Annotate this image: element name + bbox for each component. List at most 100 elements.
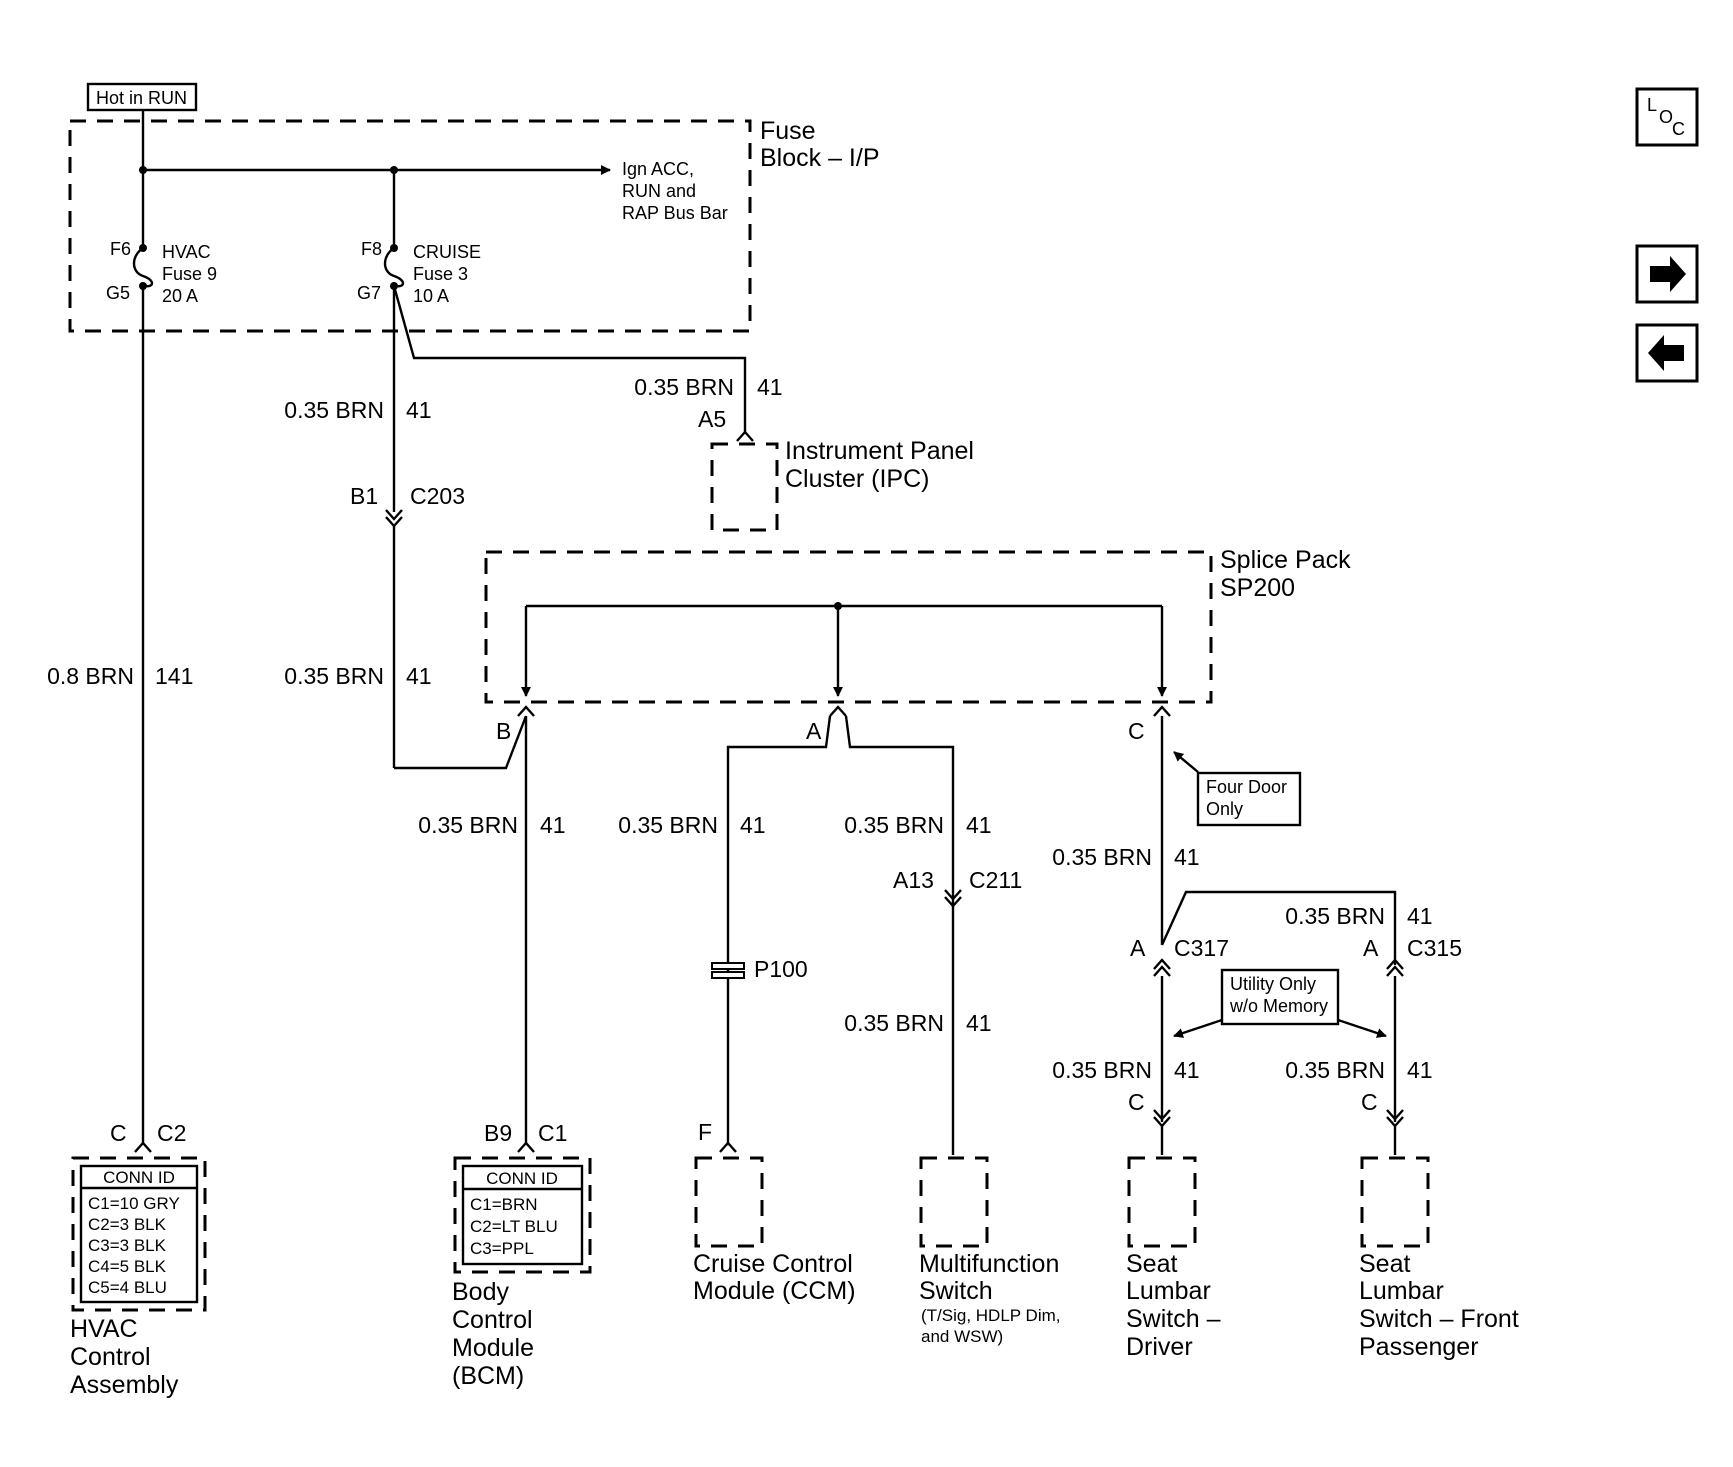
hvac-fuse-out-pin: G5 [106, 283, 130, 303]
hot-in-run-label: Hot in RUN [96, 88, 187, 108]
loc-button[interactable]: L O C [1635, 87, 1699, 147]
utility-note-2: w/o Memory [1229, 996, 1328, 1016]
utility-arrow-right [1337, 1018, 1387, 1038]
cruise-fuse-label-2: Fuse 3 [413, 264, 468, 284]
p100-grommet-icon [711, 962, 745, 979]
seat-drv-lower-wire-spec: 0.35 BRN [1052, 1057, 1152, 1083]
ipc-outline [710, 442, 779, 532]
hvac-pin: C [110, 1120, 127, 1146]
hvac-name-3: Assembly [70, 1371, 179, 1399]
cruise-lower-wire-circuit: 41 [406, 663, 432, 689]
seat-drv-lower-wire-circuit: 41 [1174, 1057, 1200, 1083]
hvac-conn-id-4: C4=5 BLK [88, 1257, 167, 1276]
seat-driver-pin: C [1128, 1089, 1145, 1115]
splice-pack-name-2: SP200 [1220, 574, 1295, 602]
mfs-name-2: Switch [919, 1277, 993, 1305]
bcm-connector: C1 [538, 1120, 567, 1146]
mfs-outline [919, 1156, 989, 1248]
seat-driver-name-2: Lumbar [1126, 1277, 1211, 1305]
hvac-outline [71, 1156, 207, 1312]
cruise-upper-wire-spec: 0.35 BRN [284, 397, 384, 423]
ccm-pin: F [698, 1119, 712, 1145]
hvac-fuse-icon [132, 244, 154, 290]
seat-passenger-name-2: Lumbar [1359, 1277, 1444, 1305]
seat-driver-name-1: Seat [1126, 1250, 1177, 1278]
cruise-fuse-in-pin: F8 [361, 239, 382, 259]
hvac-connector: C2 [157, 1120, 186, 1146]
ccm-wire-spec: 0.35 BRN [618, 812, 718, 838]
seat-driver-name-3: Switch – [1126, 1305, 1221, 1333]
bus-bar-label-2: RUN and [622, 181, 696, 201]
mfs-sub-2: and WSW) [921, 1327, 1003, 1346]
hvac-name-2: Control [70, 1343, 151, 1371]
c203-pin: B1 [350, 483, 378, 509]
bcm-name-3: Module [452, 1334, 534, 1362]
four-door-note-2: Only [1206, 799, 1243, 819]
seat-passenger-name-1: Seat [1359, 1250, 1410, 1278]
p100-label: P100 [754, 956, 808, 982]
bcm-conn-id-title: CONN ID [486, 1169, 558, 1188]
seat-pass-lower-wire-spec: 0.35 BRN [1285, 1057, 1385, 1083]
back-button[interactable] [1635, 323, 1699, 383]
four-door-note-1: Four Door [1206, 777, 1287, 797]
ccm-name-1: Cruise Control [693, 1250, 853, 1278]
seat-main-wire-circuit: 41 [1174, 844, 1200, 870]
bcm-conn-id-box [461, 1164, 584, 1266]
hvac-wire-spec: 0.8 BRN [47, 663, 134, 689]
fuse-block-outline [68, 119, 752, 333]
mfs-upper-wire-spec: 0.35 BRN [844, 812, 944, 838]
c317-pin: A [1130, 935, 1146, 961]
seat-passenger-name-3: Switch – Front [1359, 1305, 1519, 1333]
c211-connector: C211 [969, 867, 1022, 893]
bcm-conn-id-1: C1=BRN [470, 1195, 538, 1214]
cruise-fuse-label-1: CRUISE [413, 242, 481, 262]
bcm-conn-id-3: C3=PPL [470, 1239, 534, 1258]
arrow-left-icon [1648, 335, 1684, 371]
four-door-arrow [1173, 751, 1199, 773]
ccm-outline [694, 1156, 764, 1248]
hvac-fuse-label-3: 20 A [162, 286, 198, 306]
splice-pack-name-1: Splice Pack [1220, 546, 1351, 574]
seat-passenger-pin: C [1361, 1089, 1378, 1115]
bcm-wire-spec: 0.35 BRN [418, 812, 518, 838]
loc-letter-c: C [1672, 119, 1685, 139]
c203-connector-icon [385, 509, 403, 528]
hvac-name-1: HVAC [70, 1315, 138, 1343]
c315-connector-icon [1386, 958, 1404, 977]
mfs-upper-wire-circuit: 41 [966, 812, 992, 838]
bcm-wire-circuit: 41 [540, 812, 566, 838]
cruise-upper-wire-circuit: 41 [406, 397, 432, 423]
bcm-conn-id-2: C2=LT BLU [470, 1217, 558, 1236]
arrow-right-icon [1650, 256, 1686, 292]
mfs-lower-wire-circuit: 41 [966, 1010, 992, 1036]
splice-pack-outline [484, 550, 1213, 704]
splice-pin-c: C [1128, 718, 1145, 744]
c211-pin: A13 [893, 867, 934, 893]
seat-pass-upper-wire-circuit: 41 [1407, 903, 1433, 929]
c317-connector: C317 [1174, 935, 1229, 961]
fuse-block-name-1: Fuse [760, 117, 816, 145]
bcm-name-4: (BCM) [452, 1362, 524, 1390]
hvac-conn-id-5: C5=4 BLU [88, 1278, 167, 1297]
bcm-outline [453, 1156, 592, 1274]
splice-pin-b: B [496, 718, 511, 744]
bcm-name-1: Body [452, 1278, 509, 1306]
seat-passenger-outline [1360, 1156, 1430, 1248]
forward-button[interactable] [1635, 244, 1699, 304]
hvac-conn-id-3: C3=3 BLK [88, 1236, 167, 1255]
hvac-conn-id-title: CONN ID [103, 1168, 175, 1187]
seat-driver-name-4: Driver [1126, 1333, 1193, 1361]
c203-connector: C203 [410, 483, 465, 509]
utility-note-box [1220, 968, 1340, 1026]
bus-bar-label-3: RAP Bus Bar [622, 203, 728, 223]
loc-letter-l: L [1647, 95, 1657, 115]
bus-bar-label-1: Ign ACC, [622, 159, 694, 179]
utility-arrow-left [1173, 1018, 1223, 1038]
hvac-fuse-label-2: Fuse 9 [162, 264, 217, 284]
mfs-sub-1: (T/Sig, HDLP Dim, [921, 1306, 1061, 1325]
seat-driver-outline [1127, 1156, 1197, 1248]
ipc-pin: A5 [698, 406, 726, 432]
hvac-fuse-in-pin: F6 [110, 239, 131, 259]
splice-pin-a: A [806, 718, 822, 744]
